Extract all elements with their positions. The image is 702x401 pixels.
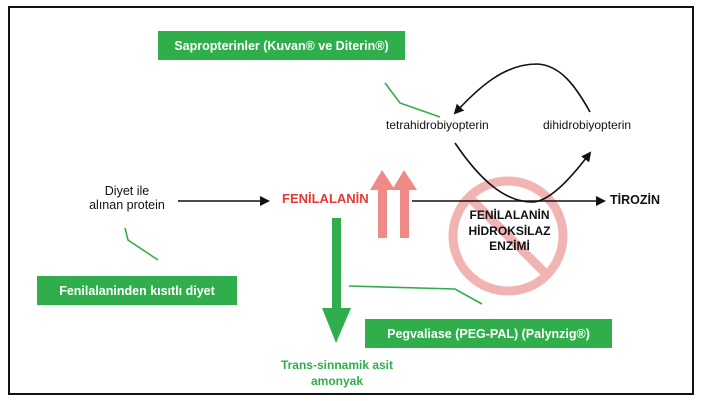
increase-arrows-icon [370,170,417,238]
restricted-diet-box: Fenilalaninden kısıtlı diyet [37,276,237,305]
pegvaliase-drug-box: Pegvaliase (PEG-PAL) (Palynzig®) [365,319,612,348]
tyrosine-node: TİROZİN [610,193,660,207]
diagram-frame [8,6,694,395]
sapropterin-drug-box: Sapropterinler (Kuvan® ve Diterin®) [158,31,405,60]
enzyme-line2: HİDROKSİLAZ [468,223,551,238]
pegvaliase-label: Pegvaliase (PEG-PAL) (Palynzig®) [387,326,590,341]
restricted-diet-label: Fenilalaninden kısıtlı diyet [59,283,215,298]
dietary-protein-line2: alınan protein [89,198,165,213]
diet-connector [124,227,159,261]
sapropterin-label: Sapropterinler (Kuvan® ve Diterin®) [174,38,389,53]
cycle-bottom-arrow [454,142,592,203]
breakdown-products-node: Trans-sinnamik asit amonyak [262,358,412,389]
dietary-protein-line1: Diyet ile [104,184,150,198]
enzyme-line1: FENİLALANİN [469,208,550,222]
cycle-top-arrow [453,63,591,115]
dietary-protein-node: Diyet ile alınan protein [72,184,182,213]
sapropterin-connector [384,82,441,118]
breakdown-arrow [322,218,351,343]
pegvaliase-connector [348,285,483,305]
ammonia-label: amonyak [310,373,364,388]
tetrahydrobiopterin-node: tetrahidrobiyopterin [386,118,489,132]
phenylalanine-node: FENİLALANİN [282,191,369,206]
trans-cinnamic-acid-label: Trans-sinnamik asit [280,358,394,372]
dihydrobiopterin-node: dihidrobiyopterin [543,118,632,132]
enzyme-line3: ENZİMİ [489,239,530,254]
prohibition-sign-icon [448,176,568,296]
enzyme-label: FENİLALANİN HİDROKSİLAZ ENZİMİ [452,208,567,255]
